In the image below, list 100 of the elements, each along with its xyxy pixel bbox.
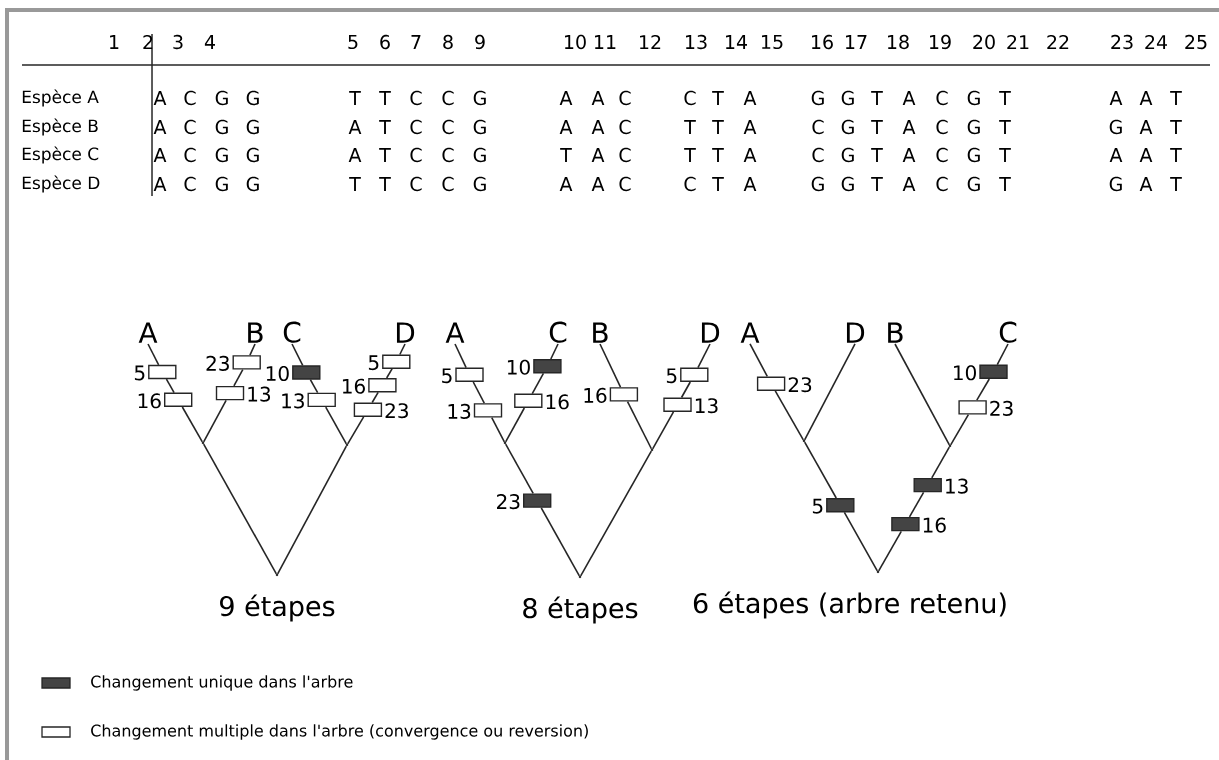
change-marker bbox=[473, 403, 503, 418]
marker-number: 13 bbox=[248, 386, 271, 402]
nucleotide: C bbox=[442, 176, 454, 192]
position-number: 24 bbox=[1145, 34, 1167, 50]
nucleotide: G bbox=[246, 90, 259, 106]
position-number: 7 bbox=[411, 35, 421, 49]
tree-branch bbox=[680, 381, 692, 399]
nucleotide: A bbox=[1139, 91, 1153, 105]
nucleotide: A bbox=[559, 120, 573, 134]
tree-branch bbox=[579, 450, 653, 577]
position-number: 19 bbox=[930, 34, 951, 50]
tree-branch bbox=[249, 343, 256, 356]
nucleotide: T bbox=[684, 148, 696, 162]
step-count-caption: 9 étapes bbox=[220, 594, 335, 622]
change-marker bbox=[680, 367, 709, 382]
change-marker bbox=[455, 367, 484, 382]
nucleotide: G bbox=[967, 147, 980, 163]
tree-branch bbox=[504, 443, 534, 495]
nucleotide: G bbox=[811, 176, 824, 192]
change-marker bbox=[232, 355, 261, 370]
marker-number: 5 bbox=[368, 355, 379, 371]
nucleotide: C bbox=[812, 119, 824, 135]
nucleotide: A bbox=[559, 177, 573, 191]
position-number: 25 bbox=[1185, 34, 1207, 50]
nucleotide: C bbox=[410, 119, 422, 135]
tree-branch bbox=[490, 416, 506, 443]
nucleotide: A bbox=[559, 91, 573, 105]
nucleotide: C bbox=[442, 119, 454, 135]
marker-number: 16 bbox=[138, 393, 161, 409]
tree-branch bbox=[877, 530, 903, 572]
change-marker bbox=[913, 477, 942, 493]
tree-branch bbox=[651, 411, 675, 450]
nucleotide: C bbox=[442, 147, 454, 163]
taxon-label: B bbox=[888, 322, 903, 343]
tree-branch bbox=[626, 400, 653, 450]
change-marker bbox=[756, 376, 786, 391]
marker-number: 16 bbox=[584, 387, 607, 403]
nucleotide: G bbox=[473, 90, 486, 106]
nucleotide: C bbox=[442, 90, 454, 106]
nucleotide: A bbox=[1139, 120, 1153, 134]
nucleotide: A bbox=[743, 91, 757, 105]
nucleotide: C bbox=[184, 90, 196, 106]
change-marker bbox=[609, 387, 639, 402]
tree-branch bbox=[385, 368, 393, 379]
nucleotide: G bbox=[841, 90, 854, 106]
nucleotide: T bbox=[712, 120, 724, 134]
marker-number: 10 bbox=[507, 359, 530, 375]
position-number: 17 bbox=[846, 35, 867, 49]
nucleotide: T bbox=[712, 177, 724, 191]
position-number: 1 bbox=[110, 35, 119, 49]
nucleotide: A bbox=[153, 120, 167, 134]
position-number: 13 bbox=[686, 34, 707, 50]
nucleotide: T bbox=[1170, 148, 1182, 162]
nucleotide: C bbox=[619, 119, 631, 135]
marker-number: 10 bbox=[954, 365, 976, 381]
change-marker bbox=[307, 392, 336, 408]
tree-branch bbox=[276, 445, 348, 575]
nucleotide: A bbox=[591, 148, 605, 162]
tree-branch bbox=[454, 343, 467, 369]
change-marker bbox=[958, 400, 987, 415]
position-number: 12 bbox=[640, 34, 661, 50]
nucleotide: T bbox=[684, 120, 696, 134]
species-label: Espèce C bbox=[22, 146, 99, 164]
marker-number: 23 bbox=[497, 494, 520, 510]
position-number: 16 bbox=[812, 34, 833, 50]
position-number: 5 bbox=[348, 34, 358, 50]
marker-number: 23 bbox=[788, 377, 812, 393]
species-label: Espèce D bbox=[22, 175, 100, 193]
taxon-label: C bbox=[999, 321, 1017, 343]
taxon-label: D bbox=[396, 322, 415, 343]
position-number: 11 bbox=[595, 35, 616, 49]
branch-point bbox=[650, 448, 654, 452]
tree-branch bbox=[550, 343, 559, 360]
position-number: 8 bbox=[443, 34, 453, 50]
marker-number: 16 bbox=[923, 517, 946, 533]
position-number: 6 bbox=[380, 34, 390, 50]
tree-branch bbox=[202, 399, 227, 443]
tree-branch bbox=[908, 491, 925, 518]
nucleotide: G bbox=[473, 147, 486, 163]
change-marker bbox=[891, 516, 920, 532]
taxon-label: B bbox=[248, 322, 263, 343]
taxon-label: A bbox=[138, 322, 158, 343]
nucleotide: T bbox=[349, 177, 361, 191]
marker-number: 13 bbox=[282, 393, 304, 409]
nucleotide: G bbox=[1109, 119, 1122, 135]
nucleotide: C bbox=[936, 147, 948, 163]
change-marker bbox=[368, 378, 397, 393]
tree-branch bbox=[504, 407, 526, 443]
taxon-label: D bbox=[701, 322, 720, 343]
nucleotide: T bbox=[999, 91, 1011, 105]
nucleotide: G bbox=[473, 119, 486, 135]
change-marker bbox=[514, 393, 543, 408]
tree-branch bbox=[540, 507, 581, 577]
tree-branch bbox=[774, 390, 805, 441]
nucleotide: A bbox=[743, 148, 757, 162]
marker-number: 23 bbox=[990, 400, 1013, 416]
nucleotide: T bbox=[379, 91, 391, 105]
tree-branch bbox=[949, 413, 970, 446]
taxon-label: C bbox=[549, 321, 567, 343]
nucleotide: T bbox=[712, 148, 724, 162]
